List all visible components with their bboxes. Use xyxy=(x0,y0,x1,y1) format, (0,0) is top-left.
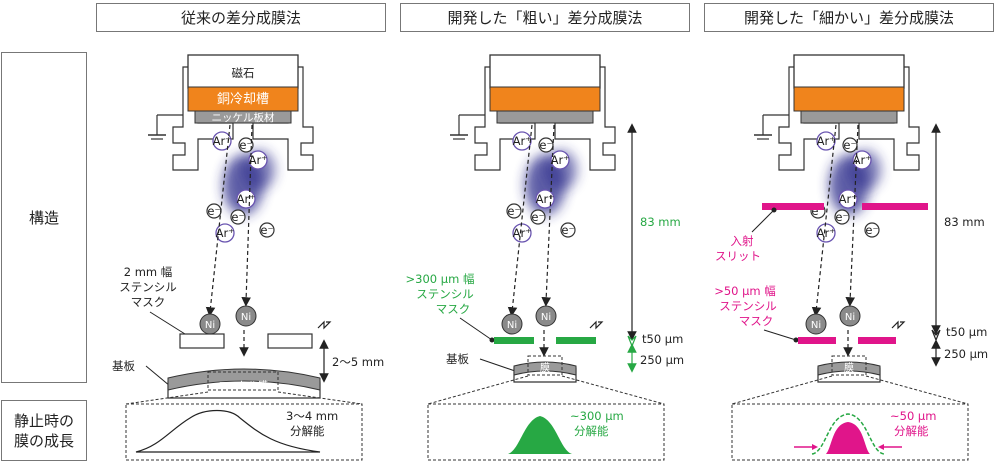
row-label-growth: 静止時の 膜の成長 xyxy=(1,400,87,461)
gap-label-3: 250 µm xyxy=(944,347,988,361)
stencil-mask-right-3 xyxy=(858,337,896,344)
argon-ion: Ar⁺ xyxy=(513,226,532,240)
sputter-gun-2 xyxy=(450,55,615,215)
argon-ion: Ar⁺ xyxy=(853,153,872,167)
argon-ion: Ar⁺ xyxy=(213,134,232,148)
substrate-label: 基板 xyxy=(112,359,135,373)
mask-label-2b: ステンシル xyxy=(416,287,474,301)
electron: e⁻ xyxy=(260,223,273,237)
nickel-atom: Ni xyxy=(507,320,517,331)
stencil-mask-left xyxy=(179,333,225,349)
nickel-atom: Ni xyxy=(541,312,551,323)
mask-label-3: マスク xyxy=(131,295,166,309)
argon-ion: Ar⁺ xyxy=(817,226,836,240)
coarse-profile-outline xyxy=(811,413,885,455)
argon-ion: Ar⁺ xyxy=(817,134,836,148)
stencil-mask-right xyxy=(267,333,313,349)
argon-ion: Ar⁺ xyxy=(536,192,555,206)
mask-label-3a: >50 µm 幅 xyxy=(714,284,776,298)
electron: e⁻ xyxy=(539,138,552,152)
resolution-value-1: 3〜4 mm xyxy=(286,409,338,423)
thickness-label-3: t50 µm xyxy=(946,325,987,339)
electron: e⁻ xyxy=(207,204,220,218)
nickel-atom: Ni xyxy=(845,312,855,323)
electron: e⁻ xyxy=(835,210,848,224)
mask-label-3c: マスク xyxy=(739,314,774,328)
resolution-value-2: ~300 µm xyxy=(570,409,624,423)
substrate-label-2: 基板 xyxy=(446,352,469,366)
slit-label-1: 入射 xyxy=(731,234,754,248)
argon-ion: Ar⁺ xyxy=(551,153,570,167)
row-label-structure-text: 構造 xyxy=(28,208,59,227)
particles-3: Ar⁺ Ar⁺ Ar⁺ Ar⁺ e⁻ e⁻ e⁻ e⁻ xyxy=(810,131,880,243)
nickel-atom: Ni xyxy=(241,312,251,323)
copper-tank-label: 銅冷却槽 xyxy=(217,92,269,107)
distance-label-3: 83 mm xyxy=(944,215,985,229)
nickel-film xyxy=(167,368,321,391)
resolution-label-3: 分解能 xyxy=(894,424,929,438)
argon-ion: Ar⁺ xyxy=(216,226,235,240)
growth-profile-3 xyxy=(826,422,870,454)
growth-profile-1 xyxy=(135,409,321,453)
film-label-2: 膜 xyxy=(540,362,550,374)
argon-ion: Ar⁺ xyxy=(237,192,256,206)
stencil-mask-right-2 xyxy=(556,337,596,344)
argon-ion: Ar⁺ xyxy=(513,134,532,148)
row-label-structure: 構造 xyxy=(1,52,87,383)
mask-label-2c: マスク xyxy=(436,302,471,316)
header-conventional: 従来の差分成膜法 xyxy=(96,3,386,32)
gap-label-2: 250 µm xyxy=(640,353,684,367)
header-coarse: 開発した「粗い」差分成膜法 xyxy=(400,3,690,32)
resolution-value-3: ~50 µm xyxy=(890,409,936,423)
electron: e⁻ xyxy=(531,210,544,224)
stencil-mask-left-3 xyxy=(798,337,836,344)
incident-slit-left xyxy=(762,203,824,210)
mask-label-2a: >300 µm 幅 xyxy=(406,272,475,286)
incident-slit-right xyxy=(862,203,928,210)
mask-label-1: 2 mm 幅 xyxy=(124,265,173,279)
electron: e⁻ xyxy=(507,204,520,218)
magnet-label: 磁石 xyxy=(232,66,255,80)
nickel-plate-label: ニッケル板材 xyxy=(212,111,275,124)
growth-profile-2 xyxy=(508,416,572,454)
row-label-growth-line2: 膜の成長 xyxy=(13,431,74,450)
electron: e⁻ xyxy=(865,223,878,237)
film-label-3: 膜 xyxy=(844,362,854,374)
panel-conventional: 磁石 銅冷却槽 ニッケル板材 Ar⁺ Ar⁺ Ar⁺ Ar⁺ e⁻ e⁻ e⁻ … xyxy=(112,55,384,461)
thickness-label-2: t50 µm xyxy=(642,332,683,346)
electron: e⁻ xyxy=(239,138,252,152)
particles-2: Ar⁺ Ar⁺ Ar⁺ Ar⁺ e⁻ e⁻ e⁻ e⁻ xyxy=(506,131,576,243)
particles-1: Ar⁺ Ar⁺ Ar⁺ Ar⁺ e⁻ e⁻ e⁻ e⁻ xyxy=(206,131,275,243)
nickel-atom: Ni xyxy=(205,320,215,331)
sputter-gun-3 xyxy=(754,55,919,215)
resolution-label-1: 分解能 xyxy=(290,424,325,438)
gap-label: 2〜5 mm xyxy=(332,355,384,369)
slit-label-2: スリット xyxy=(715,249,761,263)
electron: e⁻ xyxy=(843,138,856,152)
electron: e⁻ xyxy=(561,223,574,237)
argon-ion: Ar⁺ xyxy=(839,192,858,206)
stencil-mask-left-2 xyxy=(494,337,534,344)
film-label: ニッケル膜 xyxy=(218,380,268,392)
mask-label-2: ステンシル xyxy=(119,280,177,294)
distance-label-2: 83 mm xyxy=(640,215,681,229)
row-label-growth-line1: 静止時の xyxy=(13,411,74,430)
electron: e⁻ xyxy=(231,210,244,224)
argon-ion: Ar⁺ xyxy=(249,153,268,167)
panel-fine: Ar⁺ Ar⁺ Ar⁺ Ar⁺ e⁻ e⁻ e⁻ e⁻ Ni Ni 入射 スリッ… xyxy=(714,55,988,461)
nickel-atom: Ni xyxy=(811,320,821,331)
mask-label-3b: ステンシル xyxy=(719,299,777,313)
header-fine: 開発した「細かい」差分成膜法 xyxy=(704,3,994,32)
panel-coarse: Ar⁺ Ar⁺ Ar⁺ Ar⁺ e⁻ e⁻ e⁻ e⁻ Ni Ni 83 mm … xyxy=(406,55,684,461)
resolution-label-2: 分解能 xyxy=(574,424,609,438)
